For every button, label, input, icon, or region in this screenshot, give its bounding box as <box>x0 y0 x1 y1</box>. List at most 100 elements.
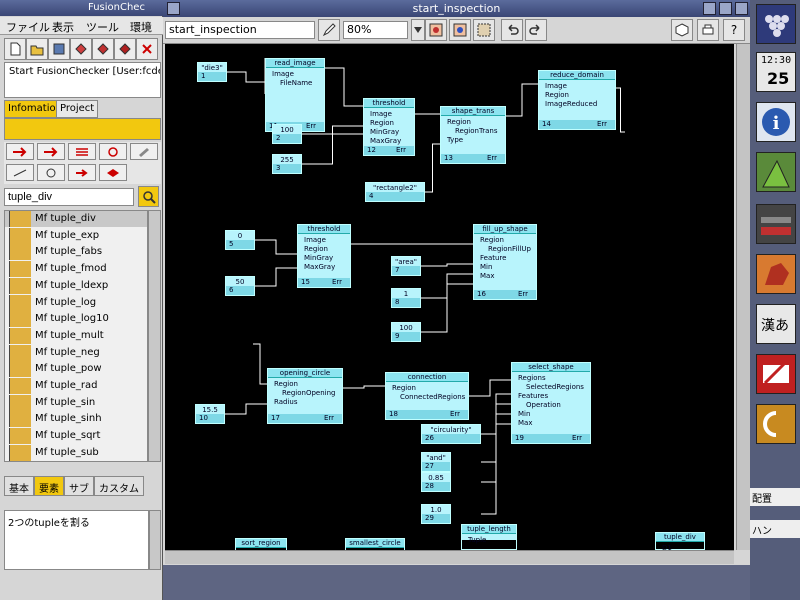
menu-tools[interactable]: ツール <box>86 21 119 34</box>
node-port-label[interactable]: Region <box>447 118 471 126</box>
node-port-label[interactable]: Type <box>447 136 464 144</box>
node-err-port[interactable]: Err <box>486 154 497 162</box>
maximize-button[interactable] <box>719 2 732 15</box>
operator-list-scrollbar[interactable] <box>148 210 161 462</box>
mixer-icon[interactable] <box>756 204 796 244</box>
node-err-port[interactable]: Err <box>331 278 342 286</box>
network-button[interactable] <box>671 19 693 41</box>
undo-button[interactable] <box>501 19 523 41</box>
list-item[interactable]: Mf tuple_sub <box>5 444 147 461</box>
menu-environment[interactable]: 環境 <box>130 21 152 34</box>
node-port-label[interactable]: RegionTrans <box>455 127 498 135</box>
node-port-label[interactable]: Tuple <box>468 536 487 544</box>
palette-list-icon[interactable] <box>68 143 96 160</box>
list-item[interactable]: Mf tuple_pow <box>5 361 147 378</box>
operator-node[interactable]: sort_region <box>235 538 287 550</box>
node-port-label[interactable]: Image <box>545 82 567 90</box>
node-err-port[interactable]: Err <box>517 290 528 298</box>
list-item[interactable]: Mf tuple_sinh <box>5 411 147 428</box>
node-err-port[interactable]: Err <box>395 146 406 154</box>
swirl-app-icon[interactable] <box>756 404 796 444</box>
save-button[interactable] <box>48 38 70 60</box>
palette-circle-icon[interactable] <box>37 164 65 181</box>
zoom-dropdown-button[interactable] <box>411 19 425 41</box>
palette-shape-icon[interactable] <box>99 164 127 181</box>
list-item[interactable]: Mf tuple_mult <box>5 327 147 344</box>
palette-loop-icon[interactable] <box>99 143 127 160</box>
description-scrollbar[interactable] <box>149 510 161 570</box>
search-button[interactable] <box>138 186 159 207</box>
node-port-label[interactable]: Regions <box>518 374 546 382</box>
zoom-fit-button[interactable] <box>473 19 495 41</box>
zoom-select[interactable]: 80% <box>343 21 408 39</box>
media-player-icon[interactable] <box>756 152 796 192</box>
node-port-label[interactable]: Max <box>518 419 533 427</box>
node-port-label[interactable]: MinGray <box>304 254 334 262</box>
tab-sub[interactable]: サブ <box>64 476 94 496</box>
zoom-in-button[interactable] <box>425 19 447 41</box>
list-item[interactable]: Mf tuple_neg <box>5 344 147 361</box>
node-port-label[interactable]: Image <box>272 70 294 78</box>
tab-custom[interactable]: カスタム <box>94 476 144 496</box>
list-item[interactable]: Mf tuple_exp <box>5 227 147 244</box>
new-button[interactable] <box>4 38 26 60</box>
node-port-label[interactable]: SelectedRegions <box>526 383 584 391</box>
constant-node[interactable]: "circularity"26 <box>421 424 481 444</box>
node-port-label[interactable]: FileName <box>280 79 313 87</box>
node-port-label[interactable]: RegionOpening <box>282 389 336 397</box>
constant-node[interactable]: "die3"1 <box>197 62 227 82</box>
gedit-icon[interactable] <box>756 354 796 394</box>
menu-view[interactable]: 表示 <box>52 21 74 34</box>
list-item[interactable]: Mf tuple_fmod <box>5 261 147 278</box>
redo-button[interactable] <box>525 19 547 41</box>
procedure2-button[interactable] <box>92 38 114 60</box>
constant-node[interactable]: "area"7 <box>391 256 421 276</box>
palette-arrow-icon[interactable] <box>6 143 34 160</box>
operator-node[interactable]: read_imageImageFileName11Err <box>265 58 325 132</box>
node-port-label[interactable]: Max <box>480 272 495 280</box>
node-port-label[interactable]: RegionFillUp <box>488 245 531 253</box>
info-icon[interactable]: i <box>756 102 796 142</box>
menu-file[interactable]: ファイル <box>6 21 50 34</box>
procedure-button[interactable] <box>70 38 92 60</box>
print-button[interactable] <box>697 19 719 41</box>
input-method-icon[interactable]: 漢あ <box>756 304 796 344</box>
node-port-label[interactable]: Feature <box>480 254 507 262</box>
node-port-label[interactable]: Radius <box>274 398 298 406</box>
canvas-horizontal-scrollbar[interactable] <box>165 550 734 564</box>
node-err-port[interactable]: Err <box>449 410 460 418</box>
node-port-label[interactable]: Region <box>480 236 504 244</box>
node-port-label[interactable]: Min <box>480 263 493 271</box>
constant-node[interactable]: "rectangle2"4 <box>365 182 425 202</box>
clock-calendar-icon[interactable]: 12:30 25 <box>756 52 796 92</box>
node-port-label[interactable]: Region <box>304 245 328 253</box>
list-item[interactable]: Mf tuple_sqrt <box>5 428 147 445</box>
tab-elements[interactable]: 要素 <box>34 476 64 496</box>
node-port-label[interactable]: ImageReduced <box>545 100 598 108</box>
node-port-label[interactable]: Min <box>518 410 531 418</box>
close-button[interactable] <box>735 2 748 15</box>
list-item[interactable]: Mf tuple_fabs <box>5 244 147 261</box>
node-port-label[interactable]: Operation <box>526 401 561 409</box>
node-err-port[interactable]: Err <box>305 122 316 130</box>
list-item[interactable]: Mf tuple_log <box>5 294 147 311</box>
operator-search-input[interactable] <box>4 188 134 206</box>
node-port-label[interactable]: MaxGray <box>370 137 402 145</box>
minimize-button[interactable] <box>703 2 716 15</box>
node-port-label[interactable]: Region <box>545 91 569 99</box>
